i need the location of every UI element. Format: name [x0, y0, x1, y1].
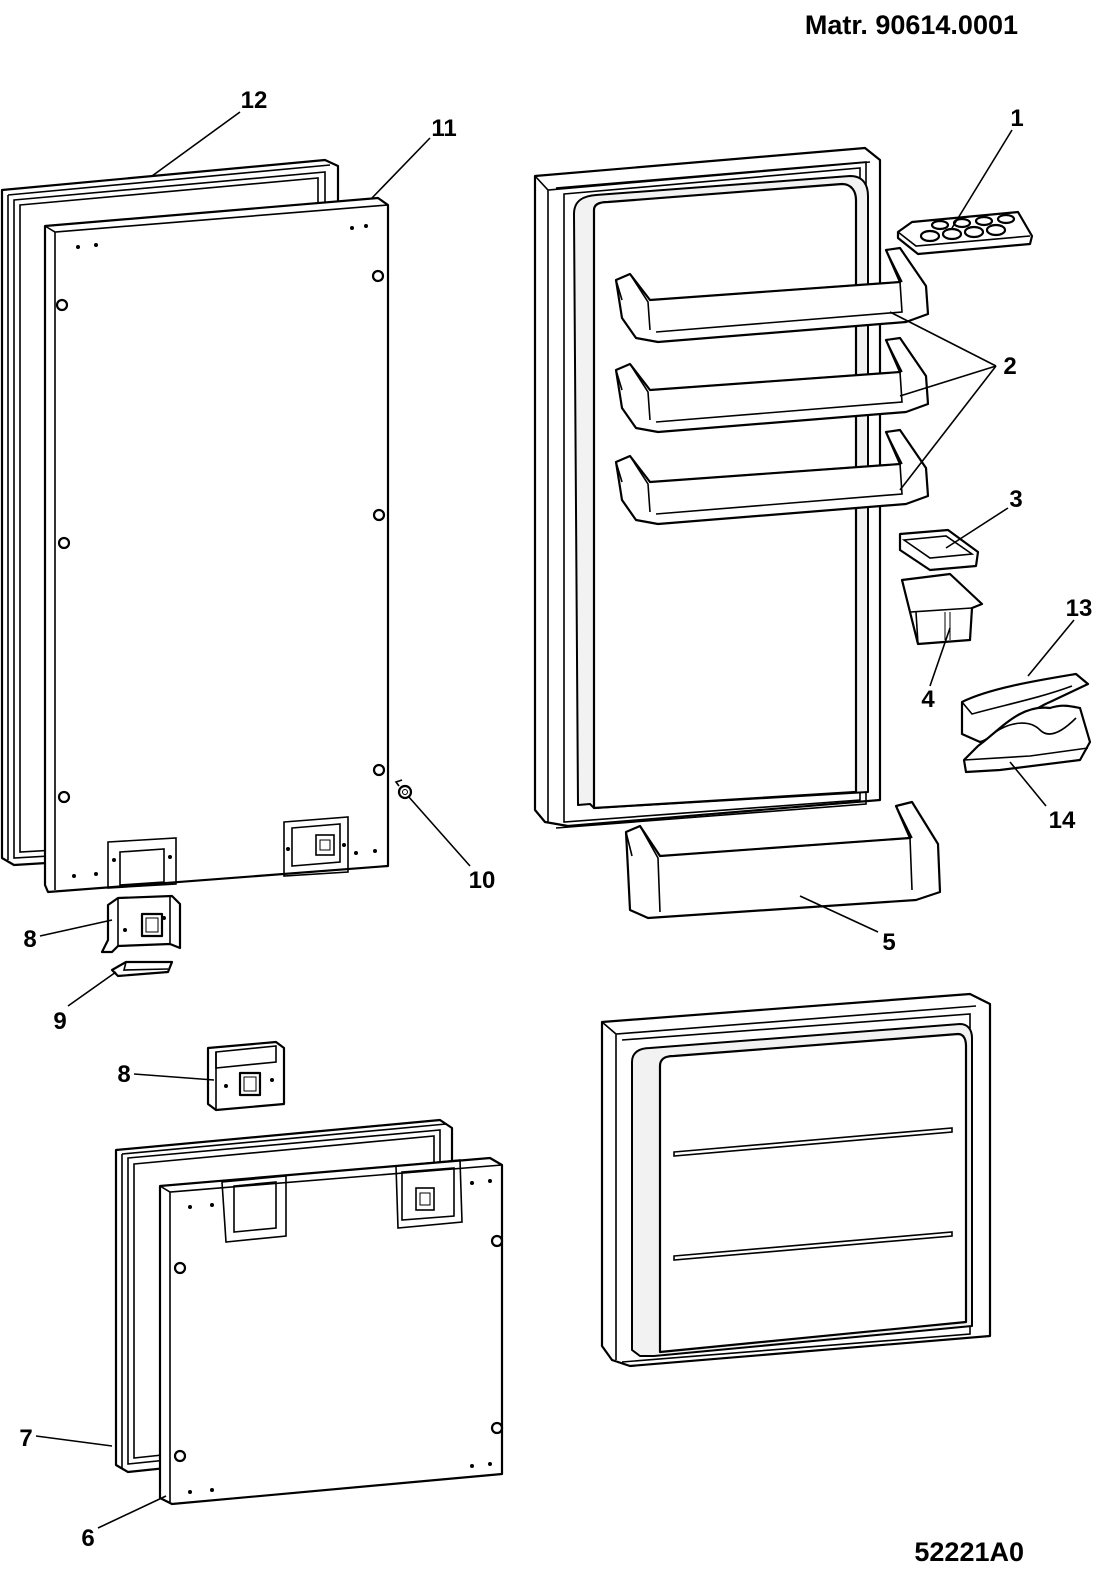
- material-number: Matr. 90614.0001: [805, 10, 1018, 40]
- door-shelf-3: [614, 428, 930, 526]
- lower-door-liner: [600, 992, 992, 1368]
- lower-door-inner-panel: [158, 1156, 504, 1506]
- callout-2: 2: [1003, 353, 1016, 380]
- hinge-bracket-upper: [100, 894, 182, 954]
- callout-5: 5: [882, 929, 895, 956]
- door-shelf-1: [614, 246, 930, 344]
- drawing-code: 52221A0: [914, 1537, 1024, 1567]
- callout-labels: 12 11 1 2 3 13 4 14 10 5 8 9 8 7 6: [19, 87, 1092, 1552]
- callout-10: 10: [469, 867, 496, 894]
- bottle-holder-insert: [962, 704, 1092, 774]
- small-container: [900, 572, 984, 646]
- callout-1: 1: [1010, 105, 1023, 132]
- bottle-shelf: [624, 800, 942, 920]
- leader-lines: [35, 111, 1075, 1529]
- egg-tray: [896, 210, 1034, 256]
- callout-11: 11: [431, 115, 456, 142]
- door-shelf-2: [614, 336, 930, 434]
- callout-3: 3: [1009, 486, 1022, 513]
- callout-6: 6: [81, 1525, 94, 1552]
- callout-12: 12: [241, 87, 268, 114]
- upper-door-inner-panel: [43, 196, 390, 894]
- hinge-bracket-lower: [206, 1040, 286, 1112]
- callout-4: 4: [921, 686, 935, 713]
- callout-14: 14: [1049, 807, 1076, 834]
- hinge-cover: [110, 960, 174, 978]
- callout-13: 13: [1066, 595, 1093, 622]
- callout-9: 9: [53, 1008, 66, 1035]
- screw: [394, 779, 413, 800]
- callout-8-upper: 8: [23, 926, 36, 953]
- butter-tray-lid: [898, 528, 980, 572]
- callout-7: 7: [19, 1425, 32, 1452]
- callout-8-lower: 8: [117, 1061, 130, 1088]
